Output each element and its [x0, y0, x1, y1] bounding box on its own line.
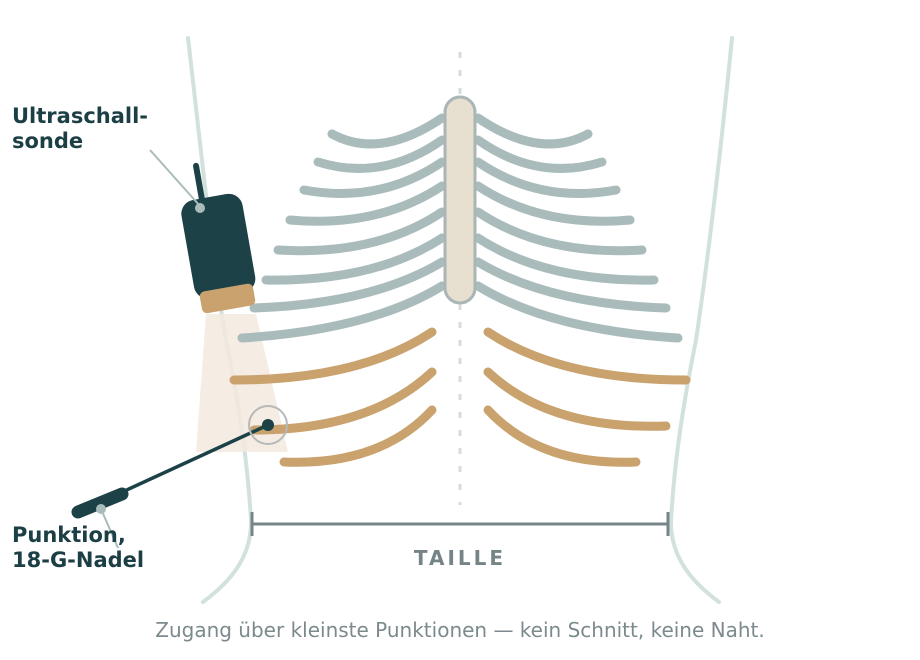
rib-upper-right-7 — [473, 257, 671, 313]
lower-ribs — [229, 327, 691, 467]
rib-lower-right-1 — [483, 327, 691, 385]
needle-leader-line — [100, 508, 119, 549]
torso-outline-right — [668, 36, 734, 604]
rib-upper-left-1 — [327, 113, 447, 149]
needle-label: Punktion, 18-G-Nadel — [12, 523, 144, 573]
rib-upper-left-5 — [273, 207, 447, 256]
upper-ribs-left — [237, 113, 447, 343]
needle-label-line-1: Punktion, — [12, 523, 126, 547]
rib-lower-left-3 — [279, 405, 437, 467]
rib-upper-right-8 — [473, 281, 683, 343]
rib-lower-left-2 — [249, 367, 437, 435]
needle-handle — [71, 487, 129, 519]
probe-cable — [193, 162, 205, 203]
probe-tip — [199, 283, 256, 314]
needle-leader-dot — [96, 504, 106, 514]
rib-lower-right-3 — [483, 405, 641, 467]
probe-leader-line — [149, 149, 201, 207]
rib-upper-left-8 — [237, 281, 447, 343]
rib-lower-right-2 — [483, 367, 671, 431]
needle-shaft — [116, 423, 270, 496]
rib-upper-left-2 — [313, 135, 447, 173]
rib-upper-left-3 — [299, 157, 447, 198]
rib-upper-left-7 — [249, 257, 447, 313]
upper-ribs-right — [473, 113, 683, 343]
puncture-target-ring — [248, 405, 288, 445]
probe-body — [181, 193, 256, 299]
sternum — [443, 95, 477, 305]
probe-label-line-2: sonde — [12, 129, 84, 153]
needle-label-line-2: 18-G-Nadel — [12, 548, 145, 572]
rib-lower-left-1 — [229, 327, 437, 385]
rib-upper-right-6 — [473, 233, 659, 285]
rib-upper-right-5 — [473, 207, 647, 256]
puncture-point — [262, 419, 274, 431]
probe-leader-dot — [195, 203, 205, 213]
caption: Zugang über kleinste Punktionen — kein S… — [155, 618, 765, 642]
rib-upper-right-1 — [473, 113, 593, 149]
probe-label: Ultraschall- sonde — [12, 104, 148, 154]
rib-upper-left-6 — [261, 233, 447, 285]
probe-label-line-1: Ultraschall- — [12, 104, 148, 128]
waist-label: TAILLE — [413, 546, 507, 570]
ultrasound-probe — [181, 162, 256, 314]
rib-upper-right-4 — [473, 181, 635, 226]
rib-upper-right-2 — [473, 135, 607, 173]
rib-upper-left-4 — [285, 181, 447, 226]
rib-upper-right-3 — [473, 157, 621, 198]
waist-measure — [250, 512, 670, 536]
